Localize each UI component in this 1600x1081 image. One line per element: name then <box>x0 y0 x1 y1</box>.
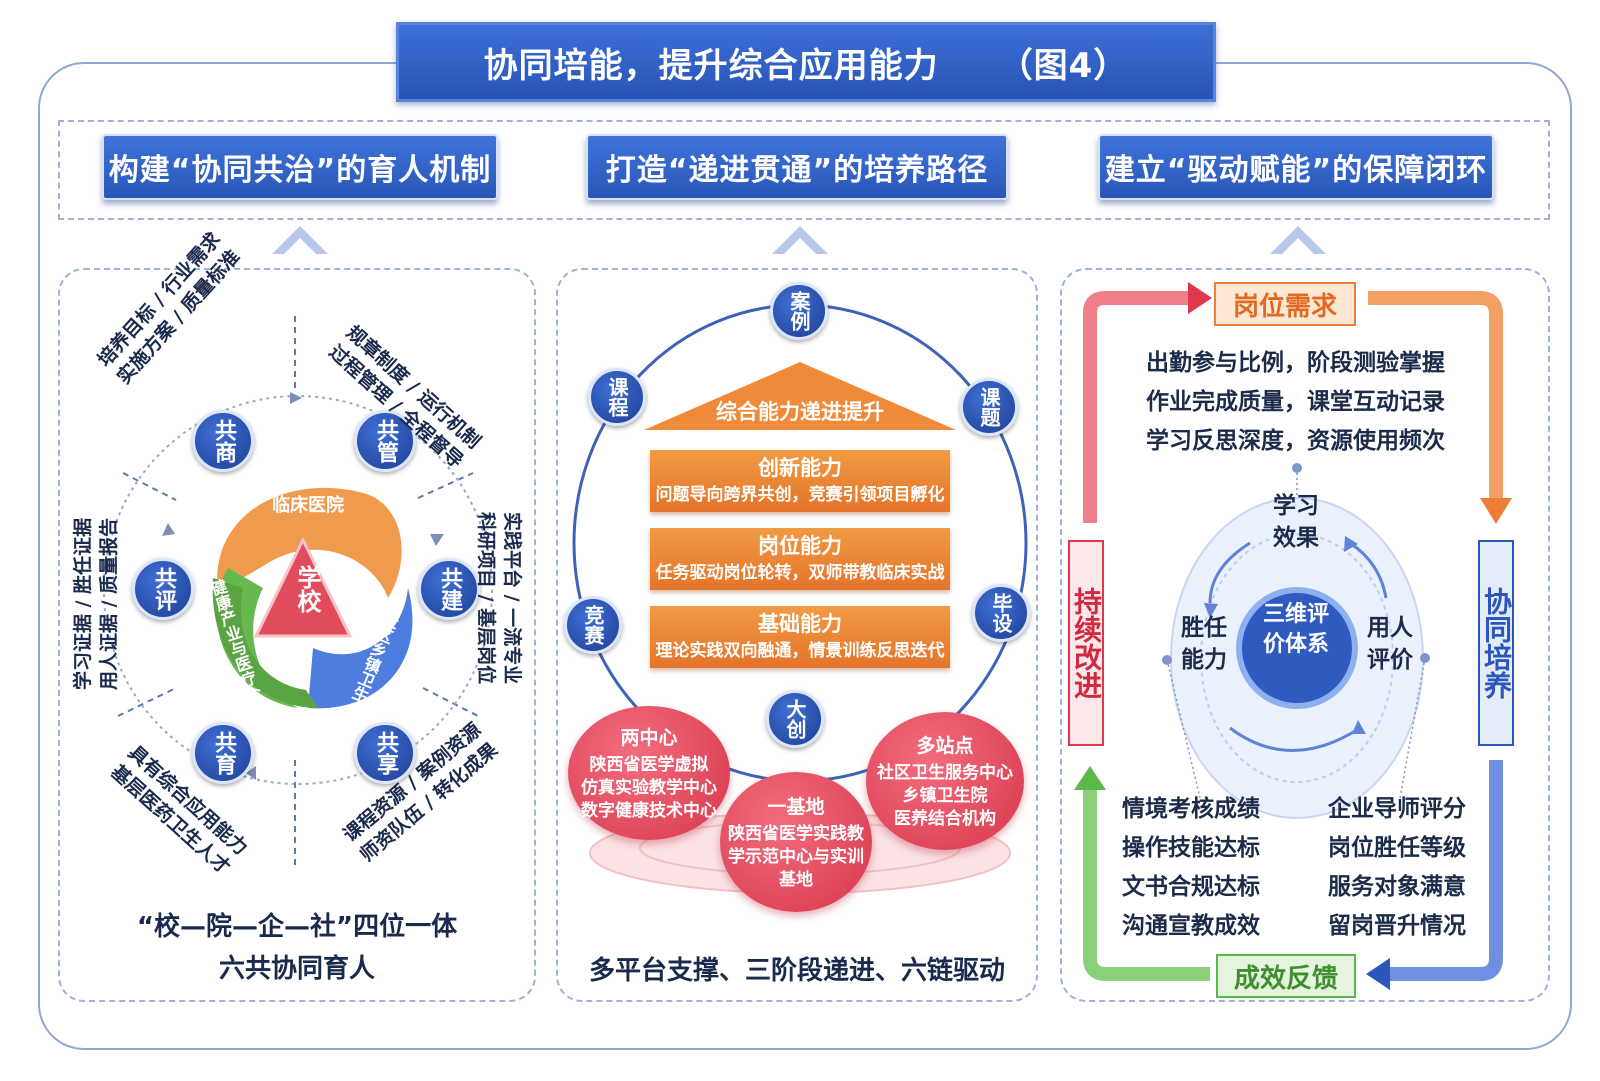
mechanism-diagram <box>103 316 493 866</box>
node-co-discuss: 共商 <box>192 410 254 472</box>
node-project: 课题 <box>960 378 1018 436</box>
petal-hospital-label: 临床医院 <box>272 495 344 516</box>
panel-mechanism <box>58 268 536 1002</box>
node-co-educate: 共育 <box>192 722 254 784</box>
school-label: 学校 <box>293 565 321 613</box>
ring-employer-evaluation: 用人评价 <box>1367 615 1413 673</box>
node-case: 案例 <box>770 282 828 340</box>
school-triangle <box>253 536 353 638</box>
header-closed-loop: 建立“驱动赋能”的保障闭环 <box>1098 134 1494 200</box>
pathway-caption: 多平台支撑、三阶段递进、六链驱动 <box>588 956 1005 986</box>
up-arrow-icon <box>1270 226 1326 254</box>
label-outcome-feedback: 成效反馈 <box>1216 954 1356 998</box>
loop-arrows <box>1074 282 1512 990</box>
up-arrow-icon <box>272 226 328 254</box>
core-evaluation-system: 三维评价体系 <box>1262 602 1329 657</box>
page-title: 协同培能，提升综合应用能力 （图4） <box>396 22 1216 102</box>
ring-learning-effect: 学习效果 <box>1273 493 1319 551</box>
bar-foundation: 基础能力 理论实践双向融通，情景训练反思迭代 <box>650 606 950 668</box>
node-co-manage: 共管 <box>354 410 416 472</box>
node-co-share: 共享 <box>354 722 416 784</box>
petal-hospital <box>217 487 402 598</box>
header-mechanism: 构建“协同共治”的育人机制 <box>102 134 498 200</box>
bar-innovation: 创新能力 问题导向跨界共创，竞赛引领项目孵化 <box>650 450 950 512</box>
label-co-build: 实践平台 / 一流专业 科研项目 / 基层岗位 <box>475 512 523 685</box>
label-collaborative-training: 协同培养 <box>1478 540 1514 746</box>
panel-pathway <box>556 268 1038 1002</box>
roof-label: 综合能力递进提升 <box>716 400 884 424</box>
platform-two-centers: 两中心 陕西省医学虚拟 仿真实验教学中心 数字健康技术中心 <box>568 706 730 840</box>
panel-closed-loop <box>1060 268 1550 1002</box>
top-metrics: 出勤参与比例，阶段测验掌握 作业完成质量，课堂互动记录 学习反思深度，资源使用频… <box>1146 350 1445 454</box>
node-competition: 竞赛 <box>564 596 622 654</box>
mechanism-caption: “校—院—企—社”四位一体 六共协同育人 <box>136 912 458 984</box>
title-main: 协同培能，提升综合应用能力 <box>483 45 939 86</box>
node-innovation-contest: 大创 <box>766 690 824 748</box>
label-job-demand: 岗位需求 <box>1214 282 1356 326</box>
label-co-evaluate: 学习证据 / 胜任证据 用人证据 / 质量报告 <box>72 517 120 690</box>
header-pathway: 打造“递进贯通”的培养路径 <box>586 134 1008 200</box>
bottom-left-metrics: 情境考核成绩 操作技能达标 文书合规达标 沟通宣教成效 <box>1122 796 1260 939</box>
bar-position: 岗位能力 任务驱动岗位轮转，双师带教临床实战 <box>650 528 950 590</box>
up-arrow-icon <box>772 226 828 254</box>
node-thesis: 毕设 <box>972 584 1030 642</box>
node-co-evaluate: 共评 <box>132 558 194 620</box>
node-co-build: 共建 <box>418 558 480 620</box>
platform-multi-site: 多站点 社区卫生服务中心 乡镇卫生院 医养结合机构 <box>866 712 1024 850</box>
ring-competency: 胜任能力 <box>1181 615 1227 673</box>
node-course: 课程 <box>588 368 646 426</box>
header-row-frame <box>58 120 1550 220</box>
label-continuous-improvement: 持续改进 <box>1068 540 1104 746</box>
platform-one-base: 一基地 陕西省医学实践教 学示范中心与实训 基地 <box>720 772 872 912</box>
title-tag: （图4） <box>998 45 1129 86</box>
bottom-right-metrics: 企业导师评分 岗位胜任等级 服务对象满意 留岗晋升情况 <box>1328 796 1466 939</box>
roof-shape <box>644 362 956 430</box>
petal-community <box>308 588 413 709</box>
